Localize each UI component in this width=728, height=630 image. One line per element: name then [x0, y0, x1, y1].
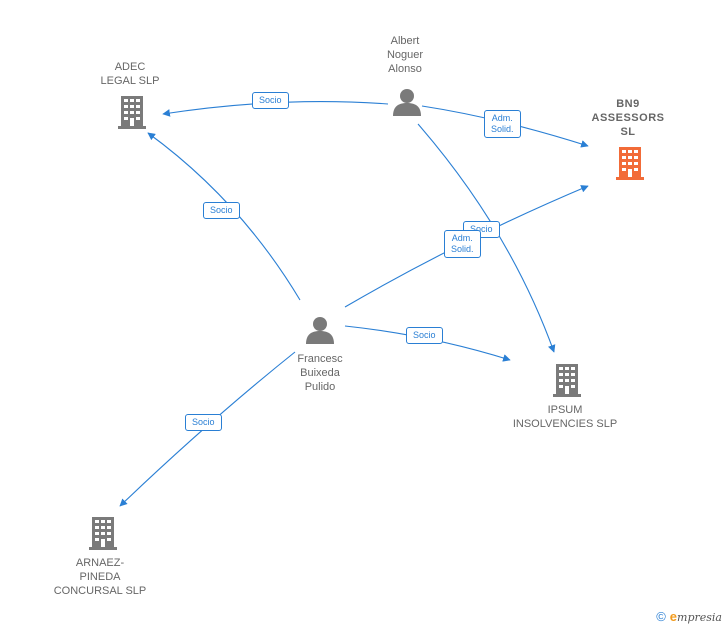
copyright-symbol: © — [656, 609, 666, 624]
brand-logo-initial: e — [669, 609, 678, 624]
node-label-arnaez[interactable]: ARNAEZ- PINEDA CONCURSAL SLP — [53, 557, 147, 597]
edge-label-albert-bn9[interactable]: Adm. Solid. — [484, 110, 521, 138]
node-label-albert[interactable]: Albert Noguer Alonso — [386, 35, 424, 75]
edge-label-francesc-arnaez[interactable]: Socio — [185, 414, 222, 431]
building-icon[interactable] — [118, 96, 146, 129]
edge-label-francesc-ipsum[interactable]: Socio — [406, 327, 443, 344]
edge-label-albert-adec[interactable]: Socio — [252, 92, 289, 109]
building-icon[interactable] — [553, 364, 581, 397]
brand-logo-text: mpresia — [677, 611, 722, 624]
building-icon[interactable] — [89, 517, 117, 550]
edge-label-francesc-adec[interactable]: Socio — [203, 202, 240, 219]
node-label-francesc[interactable]: Francesc Buixeda Pulido — [297, 353, 343, 393]
node-label-bn9[interactable]: BN9 ASSESSORS SL — [591, 98, 665, 138]
person-icon[interactable] — [306, 317, 334, 344]
person-icon[interactable] — [393, 89, 421, 116]
edge-label-francesc-bn9[interactable]: Adm. Solid. — [444, 230, 481, 258]
footer-brand: ©empresia — [656, 609, 722, 624]
node-label-adec[interactable]: ADEC LEGAL SLP — [100, 61, 160, 87]
building-icon[interactable] — [616, 147, 644, 180]
edge-albert-ipsum — [417, 123, 556, 353]
node-label-ipsum[interactable]: IPSUM INSOLVENCIES SLP — [512, 404, 618, 430]
